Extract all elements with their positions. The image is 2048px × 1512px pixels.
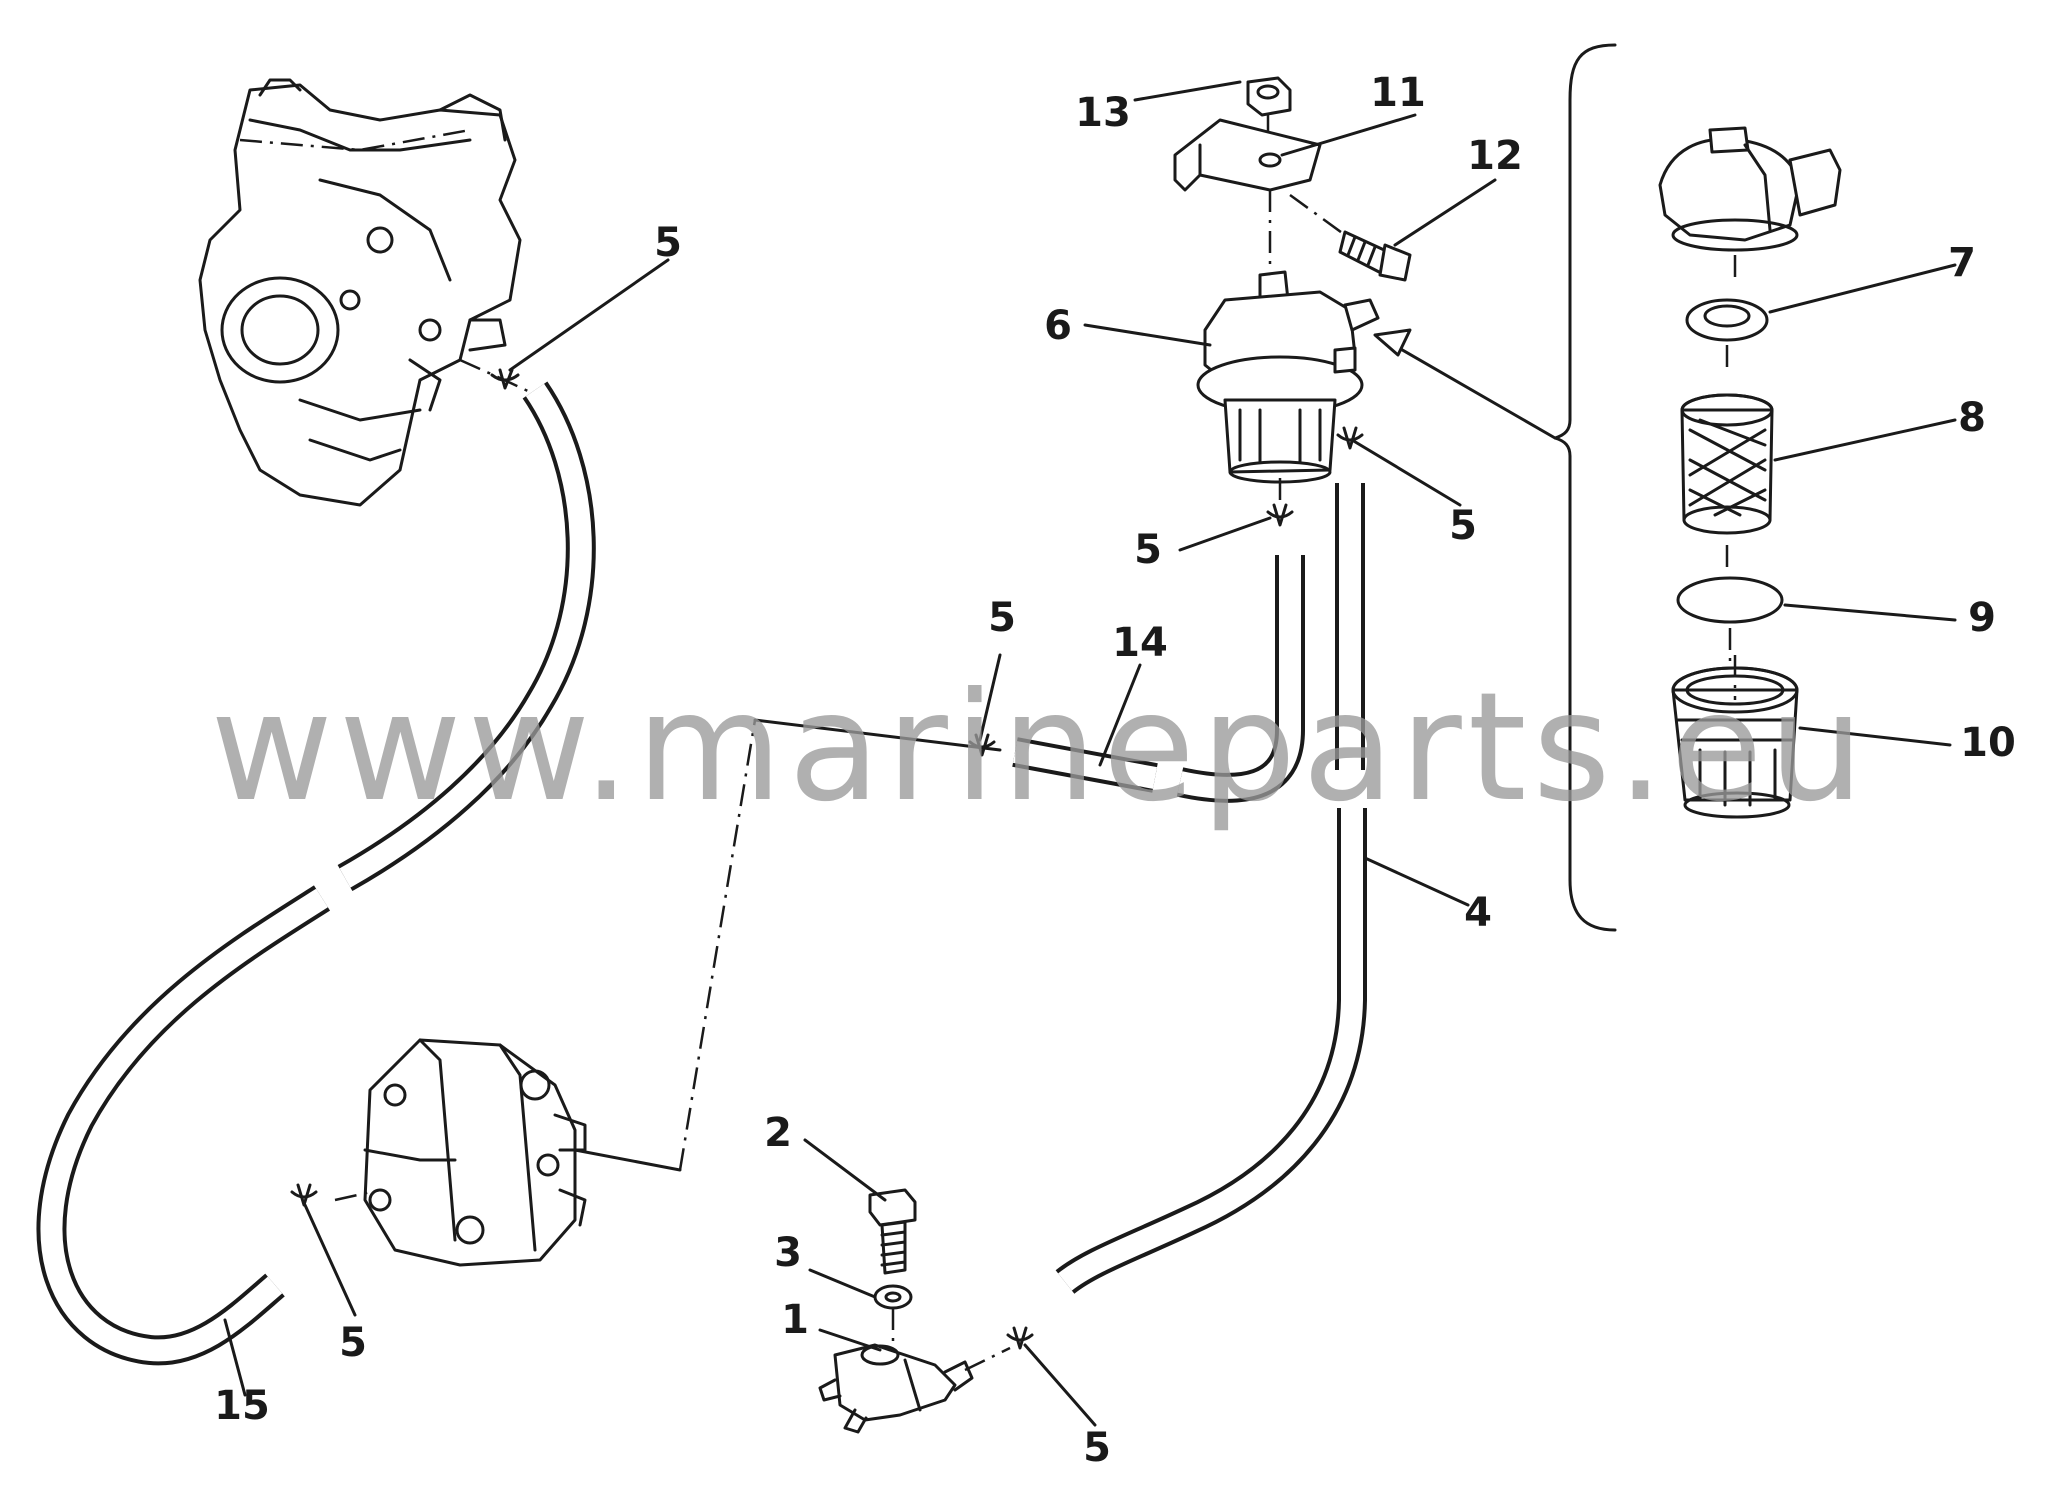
screw-2 [868, 1188, 917, 1275]
o-ring-9 [1676, 576, 1784, 624]
hose-14 [1012, 555, 1305, 803]
callout-13: 13 [1075, 90, 1131, 136]
watermark: www.marineparts.eu [210, 661, 1870, 835]
fuel-connector-1 [818, 1343, 974, 1434]
callout-5-carb: 5 [654, 220, 682, 266]
callout-10: 10 [1960, 720, 2016, 766]
callout-8: 8 [1958, 395, 1986, 441]
callout-labels: 5 13 11 12 6 5 5 5 14 7 8 9 10 4 2 3 1 5… [214, 70, 2016, 1471]
bracket-11 [1173, 118, 1322, 192]
callout-15: 15 [214, 1383, 270, 1429]
leader-lines [223, 80, 1957, 1427]
callout-5-filter-right: 5 [1449, 503, 1477, 549]
callout-6: 6 [1044, 303, 1072, 349]
screw-12 [1338, 230, 1412, 282]
callout-14: 14 [1112, 620, 1168, 666]
hose-clamp-connector [1006, 1326, 1034, 1350]
callout-9: 9 [1968, 595, 1996, 641]
callout-3: 3 [774, 1230, 802, 1276]
callout-12: 12 [1467, 133, 1523, 179]
callout-5-filter-left: 5 [1134, 527, 1162, 573]
filter-bowl-10 [1671, 666, 1799, 819]
callout-7: 7 [1948, 240, 1976, 286]
callout-4: 4 [1464, 890, 1492, 936]
fuel-filter-6 [1196, 270, 1380, 484]
nut-3 [873, 1284, 913, 1310]
hose-15 [36, 381, 596, 1366]
detail-arrow [1383, 338, 1557, 440]
hose-clamp-pump [290, 1183, 318, 1207]
assembly-line-connector-hose [964, 1346, 1011, 1372]
fuel-pump [363, 1038, 587, 1267]
hose-clamp-line14 [968, 733, 996, 757]
carburetor [198, 78, 522, 507]
nut-13 [1246, 76, 1292, 117]
filter-element-8 [1680, 393, 1774, 535]
filter-cover [1658, 126, 1842, 252]
assembly-line-pump [334, 1188, 381, 1202]
callout-5-connector: 5 [1083, 1425, 1111, 1471]
callout-5-line14: 5 [988, 595, 1016, 641]
callout-2: 2 [764, 1110, 792, 1156]
hose-clamp-filter-right [1336, 426, 1364, 450]
callout-11: 11 [1370, 70, 1426, 116]
hose-clamp-filter-left [1266, 503, 1294, 527]
callout-1: 1 [781, 1297, 809, 1343]
callout-5-pump: 5 [339, 1320, 367, 1366]
gasket-7 [1685, 298, 1769, 342]
hose-4 [1055, 483, 1367, 1294]
assembly-line-carb [459, 358, 531, 394]
